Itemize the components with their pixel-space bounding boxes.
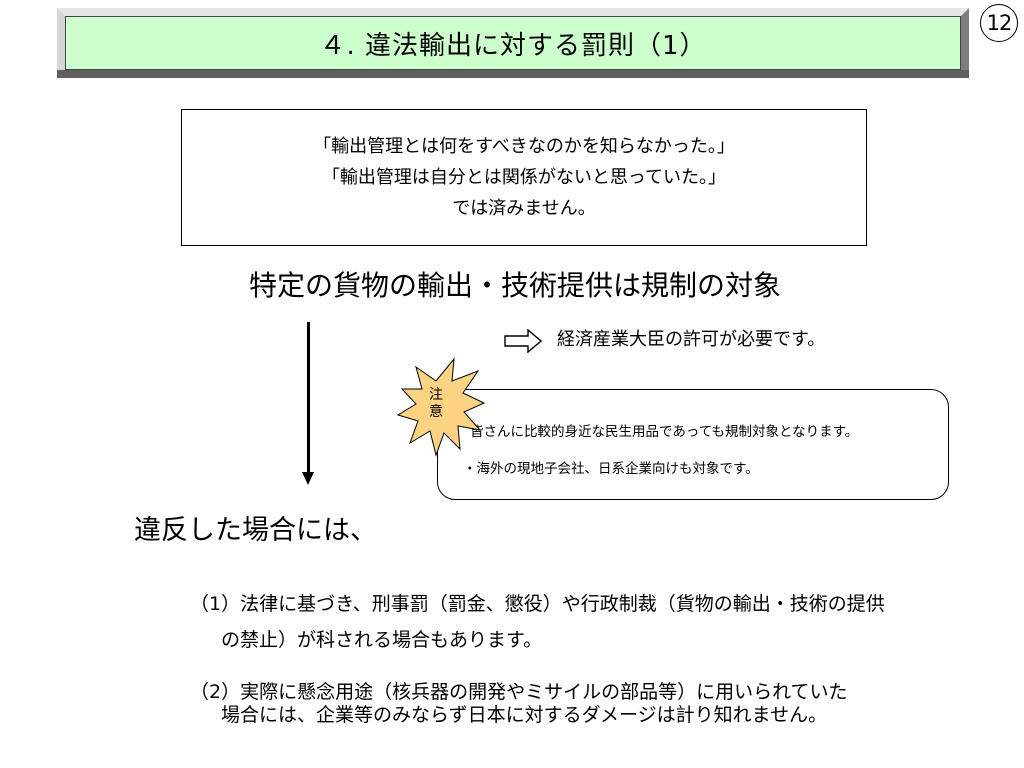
down-arrow-icon xyxy=(307,322,310,475)
slide-title: ４. 違法輸出に対する罰則（1） xyxy=(65,16,961,70)
down-arrow-head xyxy=(302,472,314,485)
quote-line: 「輸出管理とは何をすべきなのかを知らなかった。」 xyxy=(313,136,735,157)
permit-note: 経済産業大臣の許可が必要です。 xyxy=(557,329,826,350)
caution-label: 注 意 xyxy=(420,387,452,421)
notice-box xyxy=(437,389,949,500)
penalty-item-continuation: 場合には、企業等のみならず日本に対するダメージは計り知れません。 xyxy=(221,704,828,726)
caution-char: 意 xyxy=(429,404,443,420)
caution-char: 注 xyxy=(429,387,443,403)
caution-burst-icon xyxy=(396,357,486,457)
violation-heading: 違反した場合には、 xyxy=(134,515,377,546)
page-number: 12 xyxy=(980,4,1018,42)
notice-line: 皆さんに比較的身近な民生用品であっても規制対象となります。 xyxy=(470,424,859,440)
penalty-item-continuation: の禁止）が科される場合もあります。 xyxy=(221,629,543,651)
right-arrow-icon xyxy=(504,329,542,353)
main-statement: 特定の貨物の輸出・技術提供は規制の対象 xyxy=(248,269,781,302)
quote-line: 「輸出管理は自分とは関係がないと思っていた。」 xyxy=(321,167,727,188)
notice-line: ・海外の現地子会社、日系企業向けも対象です。 xyxy=(463,461,759,477)
quote-box: 「輸出管理とは何をすべきなのかを知らなかった。」 「輸出管理は自分とは関係がない… xyxy=(181,109,867,246)
quote-line: では済みません。 xyxy=(452,198,596,219)
penalty-item: （1）法律に基づき、刑事罰（罰金、懲役）や行政制裁（貨物の輸出・技術の提供 xyxy=(190,593,885,615)
penalty-item: （2）実際に懸念用途（核兵器の開発やミサイルの部品等）に用いられていた xyxy=(190,681,848,703)
title-banner: ４. 違法輸出に対する罰則（1） xyxy=(57,8,969,78)
